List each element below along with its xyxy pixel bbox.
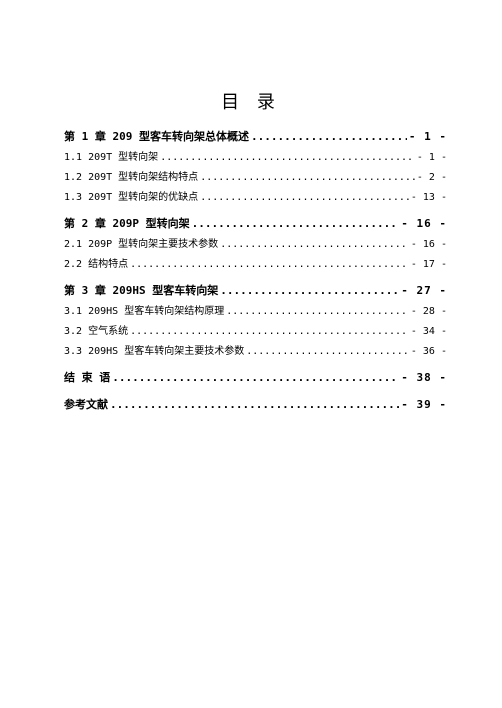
toc-page-number: - 28 - — [410, 306, 447, 317]
toc-chapter-label: 结 束 语 — [64, 371, 111, 384]
dot-leader — [130, 259, 409, 270]
toc-page-number: - 16 - — [410, 239, 447, 250]
dot-leader — [200, 192, 409, 203]
page-title: 目 录 — [221, 92, 281, 113]
toc-chapter-label: 第 3 章 209HS 型客车转向架 — [64, 284, 219, 297]
toc-section-1-2[interactable]: 1.2 209T 型转向架结构特点 - 2 - — [64, 168, 447, 188]
toc-chapter-2[interactable]: 第 2 章 209P 型转向架 - 16 - — [64, 215, 447, 235]
toc-section-label: 1.2 209T 型转向架结构特点 — [64, 172, 199, 183]
toc-page-number: - 16 - — [401, 217, 447, 230]
toc-page-number: - 1 - — [416, 152, 447, 163]
toc-chapter-label: 第 1 章 209 型客车转向架总体概述 — [64, 130, 249, 143]
toc-page-number: - 17 - — [410, 259, 447, 270]
toc-conclusion[interactable]: 结 束 语 - 38 - — [64, 369, 447, 389]
toc-section-label: 1.1 209T 型转向架 — [64, 152, 159, 163]
toc-chapter-label: 第 2 章 209P 型转向架 — [64, 217, 190, 230]
toc-section-3-3[interactable]: 3.3 209HS 型客车转向架主要技术参数 - 36 - — [64, 342, 447, 362]
toc-section-label: 1.3 209T 型转向架的优缺点 — [64, 192, 199, 203]
dot-leader — [220, 284, 399, 297]
dot-leader — [226, 306, 409, 317]
dot-leader — [110, 398, 399, 411]
toc-section-1-1[interactable]: 1.1 209T 型转向架 - 1 - — [64, 148, 447, 168]
toc-page-number: - 39 - — [401, 398, 447, 411]
toc-chapter-label: 参考文献 — [64, 398, 108, 411]
toc-section-label: 2.2 结构特点 — [64, 259, 129, 270]
toc-section-3-2[interactable]: 3.2 空气系统 - 34 - — [64, 322, 447, 342]
dot-leader — [160, 152, 415, 163]
toc-section-label: 3.2 空气系统 — [64, 326, 129, 337]
toc-section-2-2[interactable]: 2.2 结构特点 - 17 - — [64, 255, 447, 275]
toc-section-1-3[interactable]: 1.3 209T 型转向架的优缺点 - 13 - — [64, 188, 447, 208]
dot-leader — [251, 130, 407, 143]
dot-leader — [112, 371, 399, 384]
toc-page-number: - 2 - — [416, 172, 447, 183]
dot-leader — [192, 217, 400, 230]
toc-page-number: - 38 - — [401, 371, 447, 384]
toc-page-number: - 34 - — [410, 326, 447, 337]
table-of-contents: 第 1 章 209 型客车转向架总体概述 - 1 - 1.1 209T 型转向架… — [64, 128, 447, 416]
toc-page-number: - 1 - — [408, 130, 447, 143]
toc-page-number: - 36 - — [410, 346, 447, 357]
toc-chapter-3[interactable]: 第 3 章 209HS 型客车转向架 - 27 - — [64, 282, 447, 302]
toc-section-label: 3.1 209HS 型客车转向架结构原理 — [64, 306, 225, 317]
dot-leader — [246, 346, 409, 357]
toc-section-2-1[interactable]: 2.1 209P 型转向架主要技术参数 - 16 - — [64, 235, 447, 255]
toc-section-3-1[interactable]: 3.1 209HS 型客车转向架结构原理 - 28 - — [64, 302, 447, 322]
toc-page-number: - 27 - — [401, 284, 447, 297]
toc-section-label: 3.3 209HS 型客车转向架主要技术参数 — [64, 346, 245, 357]
toc-section-label: 2.1 209P 型转向架主要技术参数 — [64, 239, 219, 250]
dot-leader — [130, 326, 409, 337]
toc-chapter-1[interactable]: 第 1 章 209 型客车转向架总体概述 - 1 - — [64, 128, 447, 148]
toc-page-number: - 13 - — [410, 192, 447, 203]
toc-references[interactable]: 参考文献 - 39 - — [64, 396, 447, 416]
dot-leader — [200, 172, 415, 183]
dot-leader — [220, 239, 409, 250]
